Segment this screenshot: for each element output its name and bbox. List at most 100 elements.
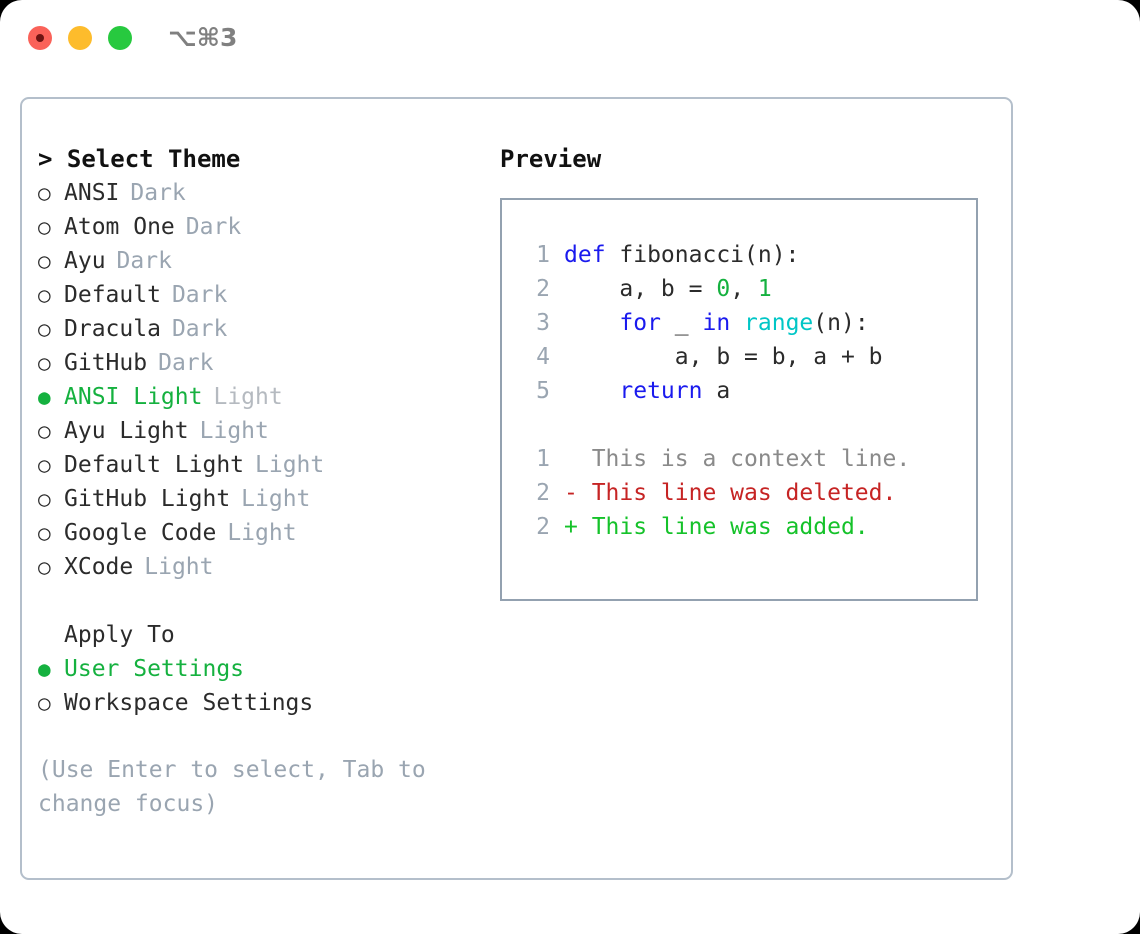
theme-kind-badge: Light bbox=[213, 384, 283, 410]
theme-list-item[interactable]: ○ GitHub Light Light bbox=[38, 482, 478, 516]
theme-kind-badge: Dark bbox=[185, 214, 242, 240]
radio-unselected-icon: ○ bbox=[38, 351, 51, 375]
close-window-button[interactable] bbox=[28, 26, 52, 50]
keyboard-hint-text: (Use Enter to select, Tab to change focu… bbox=[38, 757, 426, 817]
code-line-number: 5 bbox=[536, 378, 550, 404]
theme-name-label: Ayu bbox=[64, 248, 106, 274]
theme-selector-heading: > Select Theme bbox=[38, 145, 241, 173]
code-line-number: 4 bbox=[536, 344, 550, 370]
radio-unselected-icon: ○ bbox=[38, 487, 51, 511]
theme-kind-badge: Light bbox=[199, 418, 269, 444]
theme-name-label: GitHub Light bbox=[64, 486, 231, 512]
zoom-window-button[interactable] bbox=[108, 26, 132, 50]
radio-selected-icon: ● bbox=[38, 385, 51, 409]
diff-line-deleted: 2- This line was deleted. bbox=[518, 476, 976, 510]
theme-kind-badge: Dark bbox=[116, 248, 172, 274]
diff-line-text: This is a context line. bbox=[564, 446, 911, 472]
code-token-fn: range bbox=[744, 310, 814, 336]
theme-list-item[interactable]: ○ Default Light Light bbox=[38, 448, 478, 482]
theme-name-label: Default Light bbox=[64, 452, 245, 478]
code-line: 3 for _ in range(n): bbox=[518, 306, 976, 340]
code-token-plain: a bbox=[702, 378, 731, 404]
theme-kind-badge: Light bbox=[255, 452, 325, 478]
title-bar: ⌥⌘3 bbox=[0, 0, 1140, 78]
traffic-light-group bbox=[28, 26, 132, 50]
theme-list-item[interactable]: ○ Dracula Dark bbox=[38, 312, 478, 346]
code-line: 2 a, b = 0, 1 bbox=[518, 272, 976, 306]
radio-unselected-icon: ○ bbox=[38, 181, 51, 205]
theme-name-label: Atom One bbox=[64, 214, 175, 240]
code-line-number: 1 bbox=[536, 242, 550, 268]
code-token-plain: , bbox=[730, 276, 758, 302]
theme-list-item[interactable]: ○ Ayu Dark bbox=[38, 244, 478, 278]
radio-unselected-icon: ○ bbox=[38, 453, 51, 477]
code-line: 4 a, b = b, a + b bbox=[518, 340, 976, 374]
code-token-kw: return bbox=[619, 378, 703, 404]
code-token-kw: def bbox=[564, 242, 620, 268]
apply-to-heading-label: Apply To bbox=[64, 622, 175, 648]
code-token-kw: in bbox=[702, 310, 731, 336]
theme-list-item[interactable]: ● ANSI Light Light bbox=[38, 380, 478, 414]
theme-kind-badge: Dark bbox=[158, 350, 214, 376]
theme-list-item[interactable]: ○ GitHub Dark bbox=[38, 346, 478, 380]
diff-sample-block: 1 This is a context line.2- This line wa… bbox=[518, 442, 976, 544]
apply-to-option[interactable]: ●User Settings bbox=[38, 652, 478, 686]
theme-name-label: Dracula bbox=[64, 316, 161, 342]
apply-to-option-list: ●User Settings ○ Workspace Settings bbox=[38, 652, 478, 720]
apply-to-heading: · Apply To bbox=[38, 618, 478, 652]
preview-heading: Preview bbox=[500, 145, 602, 173]
code-token-plain: (n): bbox=[813, 310, 869, 336]
theme-kind-badge: Light bbox=[227, 520, 297, 546]
radio-unselected-icon: ○ bbox=[38, 215, 51, 239]
minimize-window-button[interactable] bbox=[68, 26, 92, 50]
code-token-plain bbox=[564, 378, 619, 404]
code-token-plain bbox=[564, 310, 619, 336]
radio-unselected-icon: ○ bbox=[38, 555, 51, 579]
radio-unselected-icon: ○ bbox=[38, 691, 51, 715]
radio-selected-icon: ● bbox=[38, 657, 51, 681]
radio-unselected-icon: ○ bbox=[38, 317, 51, 341]
theme-kind-badge: Dark bbox=[171, 316, 228, 342]
diff-line-context: 1 This is a context line. bbox=[518, 442, 976, 476]
theme-name-label: GitHub bbox=[64, 350, 148, 376]
code-line-text: return a bbox=[564, 374, 730, 408]
apply-to-option[interactable]: ○ Workspace Settings bbox=[38, 686, 478, 720]
code-token-num: 1 bbox=[757, 276, 772, 302]
apply-to-option-label: Workspace Settings bbox=[64, 690, 314, 716]
theme-kind-badge: Dark bbox=[171, 282, 228, 308]
keyboard-shortcut-label: ⌥⌘3 bbox=[168, 23, 238, 52]
code-token-plain: _ bbox=[660, 310, 703, 336]
theme-list-item[interactable]: ○ Atom One Dark bbox=[38, 210, 478, 244]
code-line-text: a, b = 0, 1 bbox=[564, 272, 772, 306]
radio-unselected-icon: ○ bbox=[38, 283, 51, 307]
theme-kind-badge: Light bbox=[241, 486, 311, 512]
apply-to-group: · Apply To ●User Settings ○ Workspace Sett… bbox=[38, 618, 478, 720]
diff-line-added: 2 + This line was added. bbox=[518, 510, 976, 544]
code-token-plain: a, b = b, a + b bbox=[564, 344, 883, 370]
code-token-plain: fibonacci(n): bbox=[619, 242, 800, 268]
diff-line-number: 1 bbox=[536, 446, 550, 472]
radio-unselected-icon: ○ bbox=[38, 249, 51, 273]
theme-name-label: ANSI Light bbox=[64, 384, 203, 410]
diff-line-number: 2 bbox=[536, 514, 550, 540]
theme-name-label: XCode bbox=[64, 554, 134, 580]
theme-kind-badge: Light bbox=[144, 554, 214, 580]
diff-line-text: + This line was added. bbox=[564, 514, 869, 540]
code-token-plain bbox=[730, 310, 744, 336]
code-line: 1 def fibonacci(n): bbox=[518, 238, 976, 272]
code-line-number: 2 bbox=[536, 276, 550, 302]
theme-list-item[interactable]: ○ XCode Light bbox=[38, 550, 478, 584]
theme-name-label: ANSI bbox=[64, 180, 120, 206]
code-line-text: a, b = b, a + b bbox=[564, 340, 883, 374]
diff-line-text: - This line was deleted. bbox=[564, 480, 897, 506]
